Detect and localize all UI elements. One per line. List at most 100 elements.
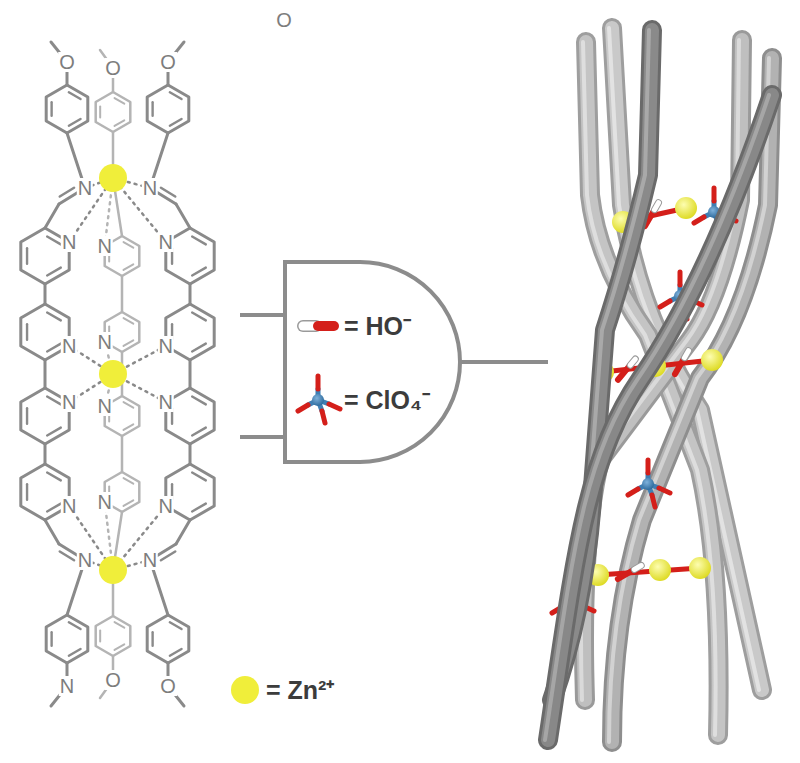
nitrogen-atom: N bbox=[142, 550, 158, 570]
bond-line bbox=[124, 402, 134, 408]
nitrogen-atom: N bbox=[96, 236, 112, 256]
bond-line bbox=[124, 478, 134, 484]
legend-text: = Zn²⁺ bbox=[266, 676, 334, 704]
aromatic-ring bbox=[96, 92, 131, 132]
bond-line bbox=[47, 313, 61, 321]
aromatic-ring bbox=[147, 615, 189, 663]
bond-line bbox=[115, 120, 125, 126]
bond-line bbox=[161, 552, 175, 561]
bond-line bbox=[170, 92, 182, 99]
bond-line bbox=[69, 649, 81, 656]
bond-line bbox=[47, 268, 61, 276]
aromatic-ring bbox=[96, 616, 131, 656]
middle-strand bbox=[96, 50, 140, 698]
bond-line bbox=[121, 436, 124, 472]
nitrogen-atom: N bbox=[96, 396, 112, 416]
bond-line bbox=[124, 264, 134, 270]
bond-line bbox=[26, 408, 28, 424]
bond-line bbox=[189, 444, 192, 464]
aromatic-ring bbox=[147, 85, 189, 133]
bond-line bbox=[170, 649, 182, 656]
bond-line bbox=[161, 188, 175, 197]
aromatic-ring bbox=[46, 615, 88, 663]
nitrogen-atom: N bbox=[142, 178, 158, 198]
bond-line bbox=[26, 248, 28, 264]
bond-line bbox=[176, 204, 190, 228]
bond-line bbox=[170, 622, 182, 629]
coordination-bonds bbox=[69, 178, 166, 570]
nitrogen-atom: N bbox=[158, 392, 174, 412]
hydroxide-sample bbox=[303, 326, 334, 327]
helix-front-tubes bbox=[545, 30, 772, 740]
bond-line bbox=[151, 102, 153, 115]
zinc-ion bbox=[99, 164, 127, 192]
bond-line bbox=[176, 520, 190, 544]
bond-line bbox=[99, 106, 101, 117]
bond-line bbox=[47, 428, 61, 436]
zinc-ions bbox=[99, 164, 127, 584]
bond-line bbox=[124, 242, 134, 248]
nitrogen-atom: N bbox=[61, 496, 77, 516]
aromatic-ring bbox=[46, 85, 88, 133]
bond-line bbox=[69, 119, 81, 126]
bond-line bbox=[60, 188, 74, 197]
oxygen-atom: O bbox=[159, 676, 177, 696]
bond-line bbox=[44, 444, 47, 464]
bond-line bbox=[170, 119, 182, 126]
bond-line bbox=[192, 268, 206, 276]
nitrogen-atom: N bbox=[96, 492, 112, 512]
gate-shape bbox=[240, 262, 548, 462]
bond-line bbox=[47, 473, 61, 481]
nitrogen-atom: N bbox=[77, 178, 93, 198]
nitrogen-atom: N bbox=[61, 392, 77, 412]
oxygen-atom: O bbox=[58, 52, 76, 72]
nitrogen-atom: N bbox=[96, 332, 112, 352]
bond-line bbox=[115, 644, 125, 650]
bond-line bbox=[192, 237, 206, 245]
legend-swatch bbox=[231, 676, 259, 704]
legend-text: = HO⁻ bbox=[344, 312, 411, 340]
bond-line bbox=[192, 313, 206, 321]
bond-line bbox=[124, 500, 134, 506]
bond-line bbox=[69, 622, 81, 629]
bond-line bbox=[115, 622, 125, 628]
bond-line bbox=[192, 504, 206, 512]
bond-line bbox=[26, 484, 28, 500]
bond-line bbox=[192, 473, 206, 481]
bond-line bbox=[60, 552, 74, 561]
nitrogen-atom: N bbox=[77, 550, 93, 570]
bond-line bbox=[44, 360, 47, 388]
legend-text: = ClO₄⁻ bbox=[344, 386, 430, 414]
nitrogen-atom: N bbox=[61, 336, 77, 356]
bond-line bbox=[50, 102, 52, 115]
nitrogen-atom: N bbox=[59, 676, 75, 696]
oxygen-atom: O bbox=[104, 670, 122, 690]
bond-line bbox=[26, 324, 28, 340]
bond-line bbox=[50, 632, 52, 645]
zinc-ion bbox=[99, 556, 127, 584]
bond-line bbox=[115, 98, 125, 104]
bond-line bbox=[189, 284, 192, 304]
bond-line bbox=[192, 397, 206, 405]
bond-line bbox=[151, 632, 153, 645]
bond-line bbox=[192, 428, 206, 436]
nitrogen-atom: N bbox=[158, 496, 174, 516]
bond-line bbox=[69, 92, 81, 99]
bond-line bbox=[121, 276, 124, 312]
bond-line bbox=[47, 344, 61, 352]
oxygen-atom: O bbox=[159, 52, 177, 72]
perchlorate-sample bbox=[298, 376, 340, 423]
bond-line bbox=[44, 284, 47, 304]
bond-line bbox=[45, 204, 59, 228]
bond-line bbox=[124, 340, 134, 346]
oxygen-atom: O bbox=[104, 58, 122, 78]
bond-line bbox=[47, 504, 61, 512]
bond-line bbox=[124, 424, 134, 430]
nitrogen-atom: N bbox=[158, 232, 174, 252]
bond-line bbox=[124, 318, 134, 324]
bond-line bbox=[47, 397, 61, 405]
bond-line bbox=[45, 520, 59, 544]
zinc-ion bbox=[99, 360, 127, 388]
